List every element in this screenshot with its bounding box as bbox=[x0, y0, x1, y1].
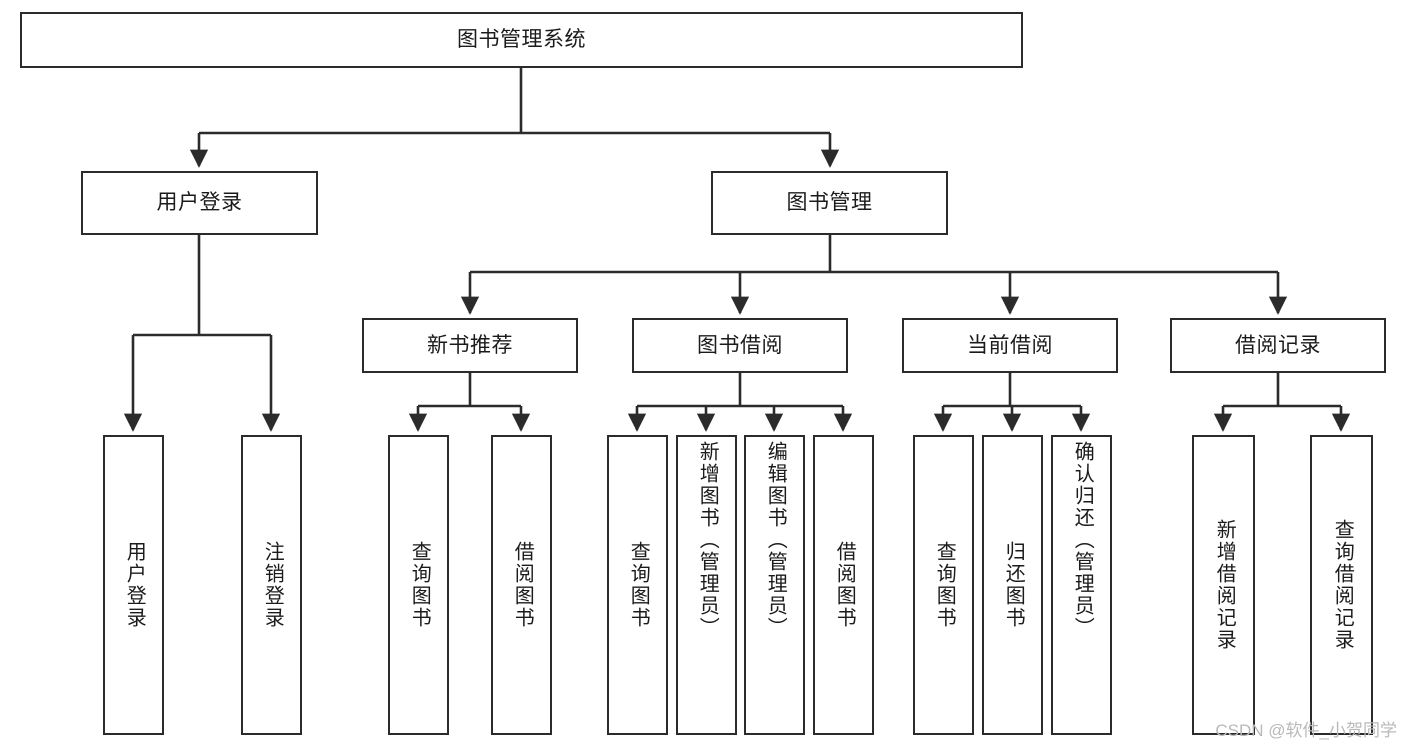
leaf-book-borrow-edit[interactable]: 编辑图书（管理员） bbox=[744, 435, 805, 735]
node-book-manage-label: 图书管理 bbox=[786, 191, 873, 215]
leaf-new-book-borrow[interactable]: 借阅图书 bbox=[491, 435, 552, 735]
leaf-current-borrow-query-label: 查询图书 bbox=[933, 541, 956, 629]
leaf-current-borrow-query[interactable]: 查询图书 bbox=[913, 435, 974, 735]
leaf-new-book-query-label: 查询图书 bbox=[408, 541, 431, 629]
node-user-login[interactable]: 用户登录 bbox=[81, 171, 318, 235]
leaf-current-borrow-return[interactable]: 归还图书 bbox=[982, 435, 1043, 735]
node-book-borrow-label: 图书借阅 bbox=[697, 333, 783, 357]
node-borrow-record[interactable]: 借阅记录 bbox=[1170, 318, 1386, 373]
leaf-book-borrow-edit-label: 编辑图书（管理员） bbox=[764, 441, 787, 639]
node-user-login-label: 用户登录 bbox=[156, 191, 243, 215]
node-new-book-recommend-label: 新书推荐 bbox=[427, 333, 513, 357]
leaf-book-borrow-borrow-label: 借阅图书 bbox=[833, 541, 856, 629]
leaf-user-login-logout[interactable]: 注销登录 bbox=[241, 435, 302, 735]
leaf-borrow-record-add[interactable]: 新增借阅记录 bbox=[1192, 435, 1255, 735]
leaf-book-borrow-query-label: 查询图书 bbox=[627, 541, 650, 629]
leaf-user-login-login-label: 用户登录 bbox=[123, 541, 146, 629]
node-root-label: 图书管理系统 bbox=[457, 28, 586, 52]
leaf-current-borrow-return-label: 归还图书 bbox=[1002, 541, 1025, 629]
node-current-borrow-label: 当前借阅 bbox=[967, 333, 1053, 357]
node-book-manage[interactable]: 图书管理 bbox=[711, 171, 948, 235]
leaf-book-borrow-borrow[interactable]: 借阅图书 bbox=[813, 435, 874, 735]
leaf-new-book-query[interactable]: 查询图书 bbox=[388, 435, 449, 735]
leaf-current-borrow-confirm-label: 确认归还（管理员） bbox=[1071, 441, 1094, 639]
node-book-borrow[interactable]: 图书借阅 bbox=[632, 318, 848, 373]
leaf-new-book-borrow-label: 借阅图书 bbox=[511, 541, 534, 629]
node-new-book-recommend[interactable]: 新书推荐 bbox=[362, 318, 578, 373]
leaf-book-borrow-add[interactable]: 新增图书（管理员） bbox=[676, 435, 737, 735]
node-root[interactable]: 图书管理系统 bbox=[20, 12, 1023, 68]
watermark: CSDN @软件_小贺同学 bbox=[1215, 721, 1397, 740]
leaf-user-login-logout-label: 注销登录 bbox=[261, 541, 284, 629]
leaf-book-borrow-add-label: 新增图书（管理员） bbox=[696, 441, 719, 639]
leaf-borrow-record-query-label: 查询借阅记录 bbox=[1331, 519, 1354, 651]
leaf-book-borrow-query[interactable]: 查询图书 bbox=[607, 435, 668, 735]
leaf-borrow-record-query[interactable]: 查询借阅记录 bbox=[1310, 435, 1373, 735]
leaf-current-borrow-confirm[interactable]: 确认归还（管理员） bbox=[1051, 435, 1112, 735]
leaf-user-login-login[interactable]: 用户登录 bbox=[103, 435, 164, 735]
leaf-borrow-record-add-label: 新增借阅记录 bbox=[1213, 519, 1236, 651]
node-current-borrow[interactable]: 当前借阅 bbox=[902, 318, 1118, 373]
node-borrow-record-label: 借阅记录 bbox=[1235, 333, 1321, 357]
